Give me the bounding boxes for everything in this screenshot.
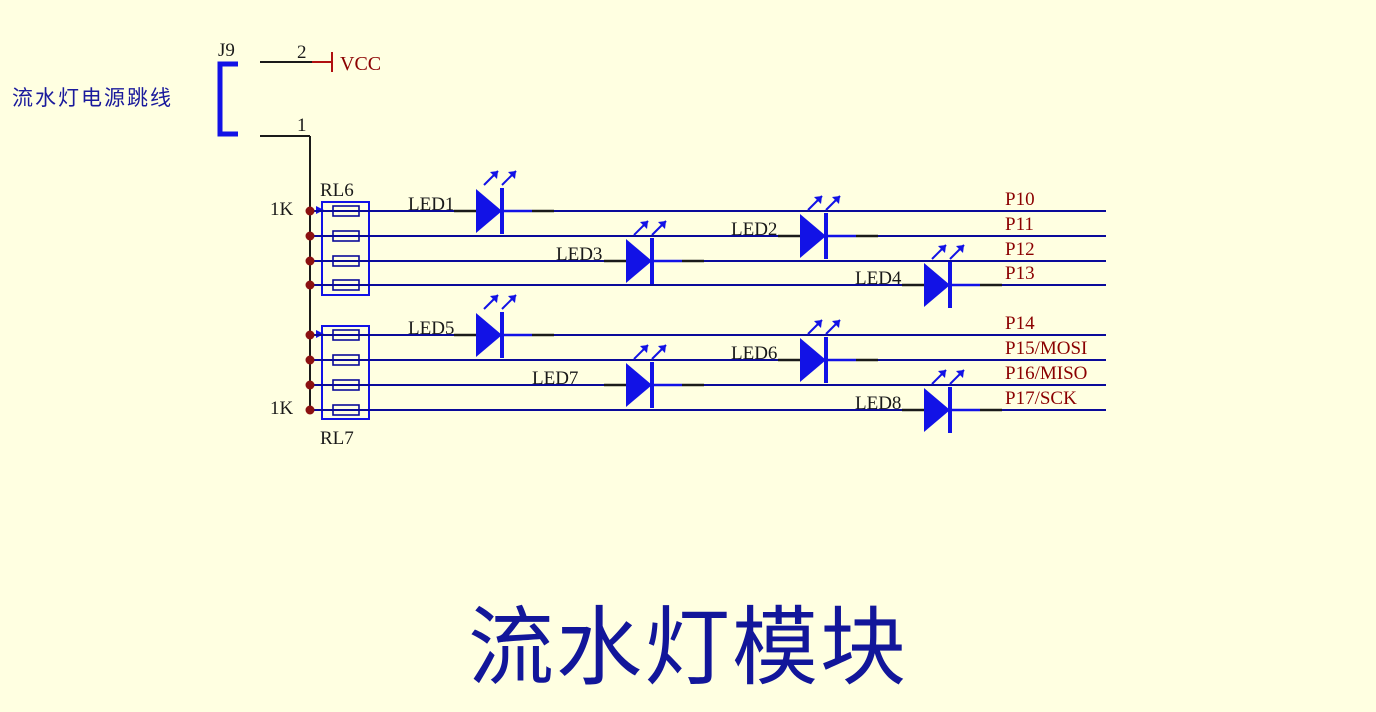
led-body (800, 338, 826, 382)
led-body (626, 239, 652, 283)
light-arrowhead-icon (832, 196, 840, 204)
light-arrowhead-icon (832, 320, 840, 328)
net-label: P14 (1005, 313, 1035, 334)
rl7-value: 1K (270, 398, 294, 419)
light-arrowhead-icon (640, 345, 648, 353)
resistor-network-rl6: RL6 1K (270, 180, 370, 296)
light-arrowhead-icon (640, 221, 648, 229)
resistor (332, 379, 360, 391)
resistor (332, 329, 360, 341)
resistor (332, 404, 360, 416)
junction-dot (305, 380, 315, 390)
junction-dot (305, 206, 315, 216)
resistor-network-rl7: RL7 1K (270, 325, 370, 449)
led-designator: LED8 (855, 393, 901, 414)
resistor (332, 354, 360, 366)
jumper-label: 流水灯电源跳线 (12, 86, 173, 110)
led-designator: LED3 (556, 244, 602, 265)
led-body (924, 263, 950, 307)
led-designator: LED5 (408, 318, 454, 339)
page-title: 流水灯模块 (468, 598, 908, 698)
led-designator: LED1 (408, 194, 454, 215)
led-body (800, 214, 826, 258)
rl6-designator: RL6 (320, 180, 354, 201)
light-arrowhead-icon (508, 171, 516, 179)
junction-dot (305, 405, 315, 415)
jumper-pin-2: 2 (297, 42, 307, 63)
light-arrowhead-icon (490, 295, 498, 303)
led-body (626, 363, 652, 407)
net-label: P11 (1005, 214, 1034, 235)
light-arrowhead-icon (814, 196, 822, 204)
led-body (924, 388, 950, 432)
jumper-designator: J9 (218, 40, 235, 61)
net-label: P12 (1005, 239, 1035, 260)
light-arrowhead-icon (956, 370, 964, 378)
led-body (476, 313, 502, 357)
led-body (476, 189, 502, 233)
resistor (332, 255, 360, 267)
net-label: P15/MOSI (1005, 338, 1087, 359)
led-designator: LED7 (532, 368, 578, 389)
net-label: P10 (1005, 189, 1035, 210)
vcc-net-label: VCC (340, 53, 381, 75)
jumper-pin-1: 1 (297, 115, 307, 136)
resistor (332, 279, 360, 291)
light-arrowhead-icon (490, 171, 498, 179)
light-arrowhead-icon (814, 320, 822, 328)
rl7-designator: RL7 (320, 428, 354, 449)
jumper-j9: J9 2 1 VCC (217, 40, 381, 410)
rl6-value: 1K (270, 199, 294, 220)
resistor (332, 230, 360, 242)
junction-dot (305, 231, 315, 241)
light-arrowhead-icon (508, 295, 516, 303)
resistor (332, 205, 360, 217)
light-arrowhead-icon (658, 221, 666, 229)
led-designator: LED2 (731, 219, 777, 240)
junction-dot (305, 330, 315, 340)
light-arrowhead-icon (658, 345, 666, 353)
net-label: P13 (1005, 263, 1035, 284)
net-label: P17/SCK (1005, 388, 1077, 409)
light-arrowhead-icon (938, 245, 946, 253)
led-designator: LED6 (731, 343, 777, 364)
junction-dot (305, 355, 315, 365)
led-designator: LED4 (855, 268, 902, 289)
net-label: P16/MISO (1005, 363, 1087, 384)
junction-dot (305, 280, 315, 290)
light-arrowhead-icon (956, 245, 964, 253)
light-arrowhead-icon (938, 370, 946, 378)
junction-dot (305, 256, 315, 266)
